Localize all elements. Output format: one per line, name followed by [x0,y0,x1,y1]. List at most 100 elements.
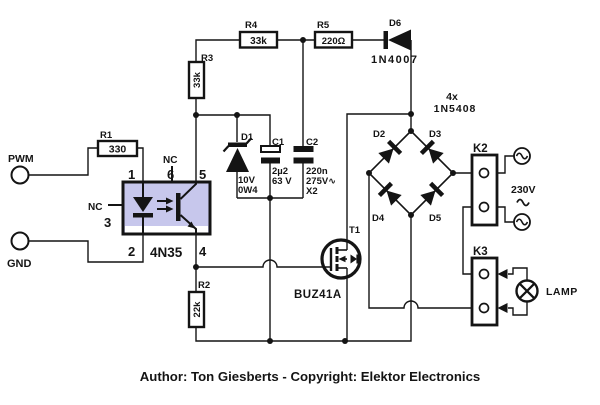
resistor-r4 [238,30,279,49]
light-arrow-head [166,197,174,205]
ac-leg-wire [368,173,479,309]
junction-dots [193,37,456,344]
sine-icon [515,218,529,226]
junction-dot [408,111,414,117]
r5-ref: R5 [317,20,330,31]
body-arrow [338,255,346,263]
opto-pin2: 2 [128,244,135,259]
opto-nc-top: NC [163,155,177,166]
gnd-terminal [10,231,30,251]
junction-dot [234,112,240,118]
k2-terminal-2 [478,201,490,213]
c2-value1: 220n [306,166,328,177]
k2-terminal-1 [478,167,490,179]
lamp-label: LAMP [546,286,578,298]
pwm-label: PWM [8,153,34,165]
d1-cathode-bar [228,142,247,147]
resistor-r3 [187,60,206,100]
r2-value: 22k [192,301,203,318]
opto-pin1: 1 [128,167,135,182]
led-cathode-bar [133,213,153,218]
bridge-d2-label: D2 [373,129,385,140]
r4-value: 33k [250,36,267,47]
junction-dot [300,37,306,43]
c1-value1: 2µ2 [272,166,288,177]
resistor-r2 [187,290,206,329]
led-triangle [133,197,153,212]
junction-dot [193,112,199,118]
mains-sine-icon [516,198,530,207]
r1-value: 330 [109,144,127,156]
c2-value3: X2 [306,186,318,197]
r5-value: 220Ω [322,36,346,47]
emitter-arrow [187,221,195,229]
opto-body-outline [121,180,212,236]
junction-dot [267,338,273,344]
opto-light-arrows [157,197,174,213]
c2-plate [293,146,314,152]
d1-value2: 0W4 [238,185,258,196]
lamp-icon [515,279,539,303]
bridge-d3-label: D3 [429,129,441,140]
opto-pin5: 5 [199,167,206,182]
resistor-r1 [96,139,139,158]
opto-pin3: 3 [104,215,111,230]
opto-part: 4N35 [150,245,183,260]
light-arrow-head [166,205,174,213]
gnd-label: GND [7,258,32,270]
k3-wire-arrow [497,269,508,279]
junction-dot [450,170,456,176]
pwm-terminal [10,165,30,185]
zener-d1 [222,137,253,172]
resistor-r5 [313,30,354,49]
mains-voltage-label: 230V [511,184,536,196]
d1-zener-wing [245,137,253,145]
junction-dot [342,338,348,344]
t1-part: BUZ41A [294,289,342,301]
r3-ref: R3 [201,53,213,64]
body-diode [350,254,357,264]
mosfet-t1-symbol [329,247,359,271]
lamp-cross [519,283,535,299]
bridge-d4-label: D4 [372,213,385,224]
bridge-qty-label: 4x [446,91,458,103]
junction-dot [408,212,414,218]
c1-value2: 63 V [272,176,292,187]
d6-part: 1N4007 [371,54,419,66]
t1-ref: T1 [349,225,361,236]
gate-wire [196,259,331,268]
r3-value: 33k [192,71,203,88]
k3-terminal-2 [478,302,490,314]
emitter-lead [179,214,197,234]
wire-segments [28,39,528,342]
c2-plate [293,157,314,164]
ac-source-icon [513,213,531,231]
d1-ref: D1 [241,132,254,143]
c1-plate-positive [260,145,281,153]
opto-pin4: 4 [199,244,207,259]
d1-zener-wing [222,145,230,153]
opto-body-strip [125,226,208,233]
sine-icon [515,152,529,160]
d6-ref: D6 [389,18,401,29]
footer-credit: Author: Ton Giesberts - Copyright: Elekt… [140,369,480,384]
ac-source-icon [513,147,531,165]
connector-k3 [470,256,499,327]
d6-diode [388,29,411,51]
opto-pin6: 6 [167,167,174,182]
bridge-d5-label: D5 [429,213,442,224]
r2-ref: R2 [198,280,210,291]
junction-dot [366,170,372,176]
junction-dot [267,195,273,201]
k3-wire-arrow [497,303,508,313]
d1-value1: 10V [238,175,256,186]
c1-plate-negative [261,157,280,164]
c1-ref: C1 [272,137,285,148]
opto-led [133,182,153,234]
c2-value2: 275V∿ [306,176,336,187]
connector-k2 [470,153,499,227]
k3-terminal-1 [478,268,490,280]
d6-cathode-bar [383,31,388,49]
